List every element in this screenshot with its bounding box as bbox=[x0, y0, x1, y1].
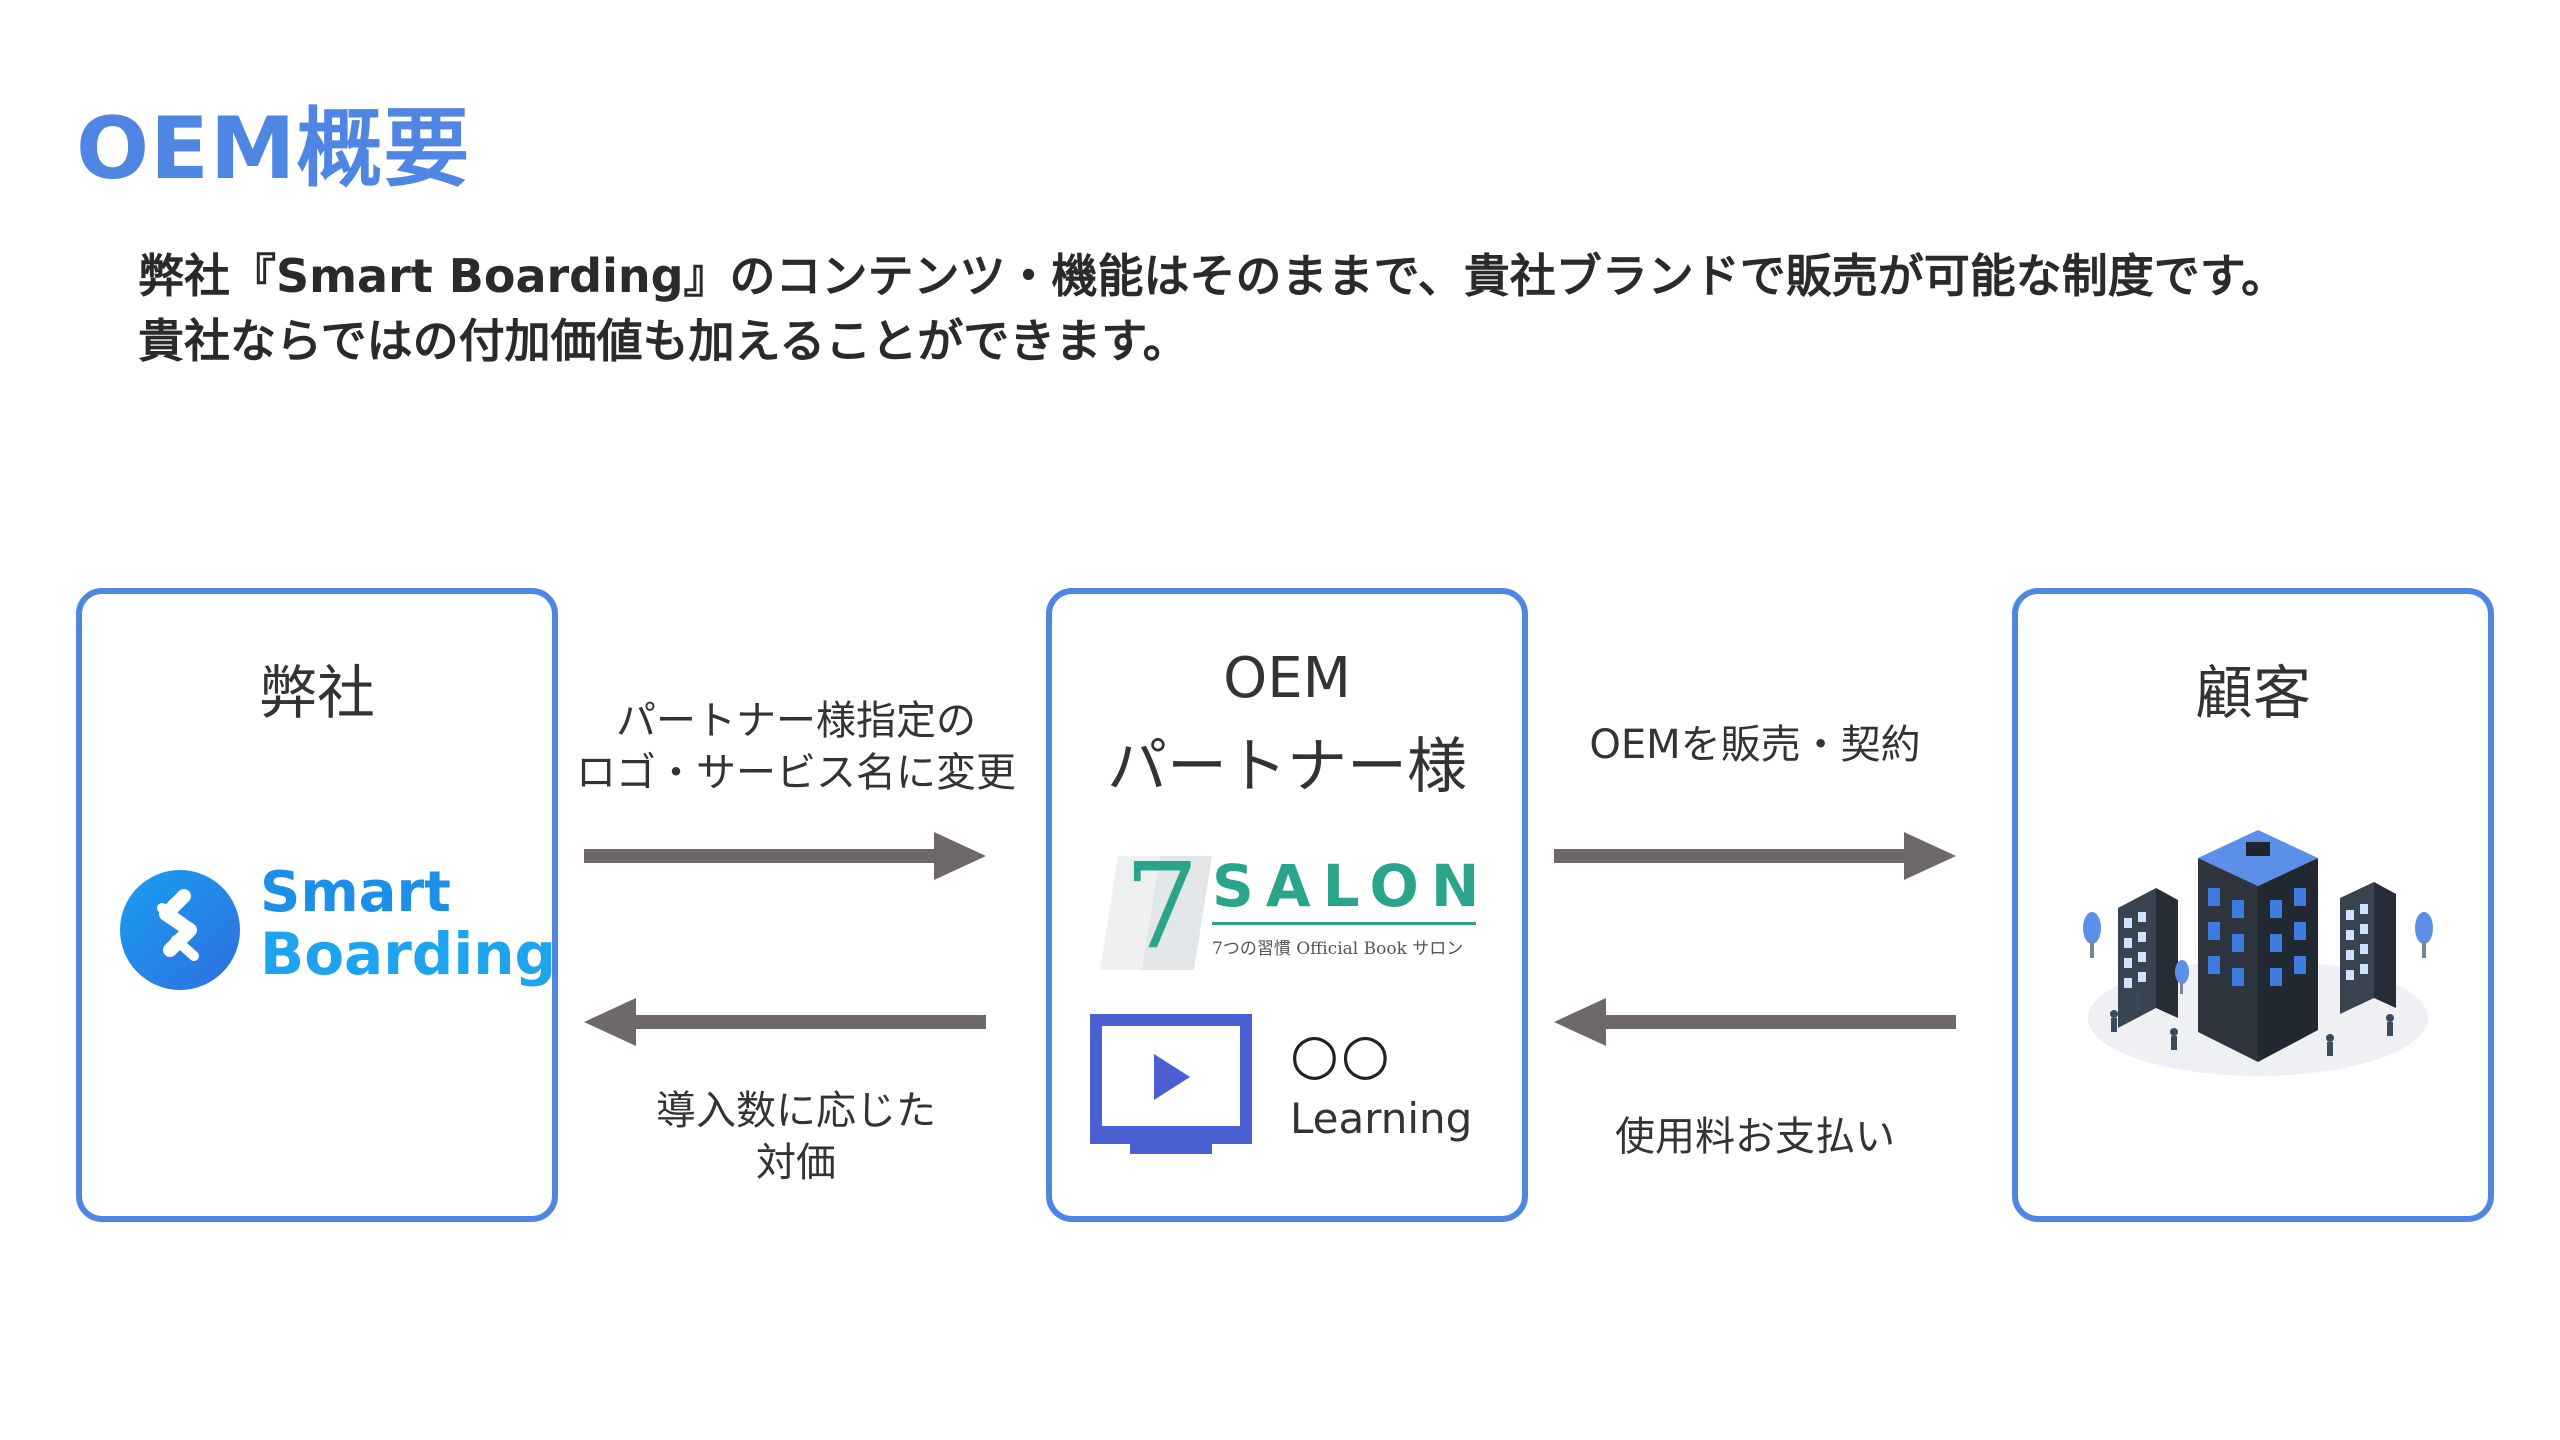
company-title: 弊社 bbox=[258, 659, 375, 727]
customer-box: 顧客 bbox=[2012, 588, 2494, 1222]
left-bottom-label-2: 対価 bbox=[756, 1140, 836, 1186]
seven-salon-logo: 7 SALON 7つの習慣 Official Book サロン bbox=[1100, 844, 1480, 978]
right-top-label: OEMを販売・契約 bbox=[1589, 722, 1921, 768]
left-top-label-1: パートナー様指定の bbox=[616, 698, 976, 744]
logo-text-line2: Boarding bbox=[260, 920, 557, 988]
company-box: 弊社 Smart Boarding bbox=[76, 588, 558, 1222]
office-buildings-icon bbox=[2083, 830, 2433, 1076]
salon-number: 7 bbox=[1124, 837, 1200, 975]
book-icon bbox=[1100, 856, 1212, 970]
right-bottom-label: 使用料お支払い bbox=[1615, 1114, 1895, 1160]
learning-circles: ○○ bbox=[1290, 1022, 1392, 1087]
customer-title: 顧客 bbox=[2194, 659, 2311, 727]
arrow-right-icon bbox=[1554, 832, 1956, 880]
left-bottom-label-1: 導入数に応じた bbox=[656, 1088, 936, 1134]
left-top-label-2: ロゴ・サービス名に変更 bbox=[576, 750, 1016, 796]
arrow-right-icon bbox=[584, 832, 986, 880]
salon-subtitle: 7つの習慣 Official Book サロン bbox=[1212, 939, 1464, 959]
arrow-left-icon bbox=[1554, 998, 1956, 1046]
oem-title-line2: パートナー様 bbox=[1107, 732, 1467, 802]
learning-word: Learning bbox=[1290, 1094, 1473, 1143]
salon-name: SALON bbox=[1212, 852, 1492, 920]
page-title: OEM概要 bbox=[76, 99, 471, 199]
oem-title-line1: OEM bbox=[1223, 646, 1351, 711]
description-line-1: 弊社『Smart Boarding』のコンテンツ・機能はそのままで、貴社ブランド… bbox=[138, 249, 2288, 303]
smart-boarding-logo-icon bbox=[120, 870, 240, 990]
description-line-2: 貴社ならではの付加価値も加えることができます。 bbox=[138, 314, 1189, 368]
arrow-left-icon bbox=[584, 998, 986, 1046]
oem-partner-box: OEM パートナー様 7 SALON 7つの習慣 Official Book サ… bbox=[1046, 588, 1528, 1222]
salon-divider bbox=[1212, 922, 1476, 925]
smart-boarding-logo: Smart Boarding bbox=[118, 860, 556, 1004]
monitor-play-icon bbox=[1090, 1014, 1252, 1154]
logo-text-line1: Smart bbox=[260, 860, 451, 925]
